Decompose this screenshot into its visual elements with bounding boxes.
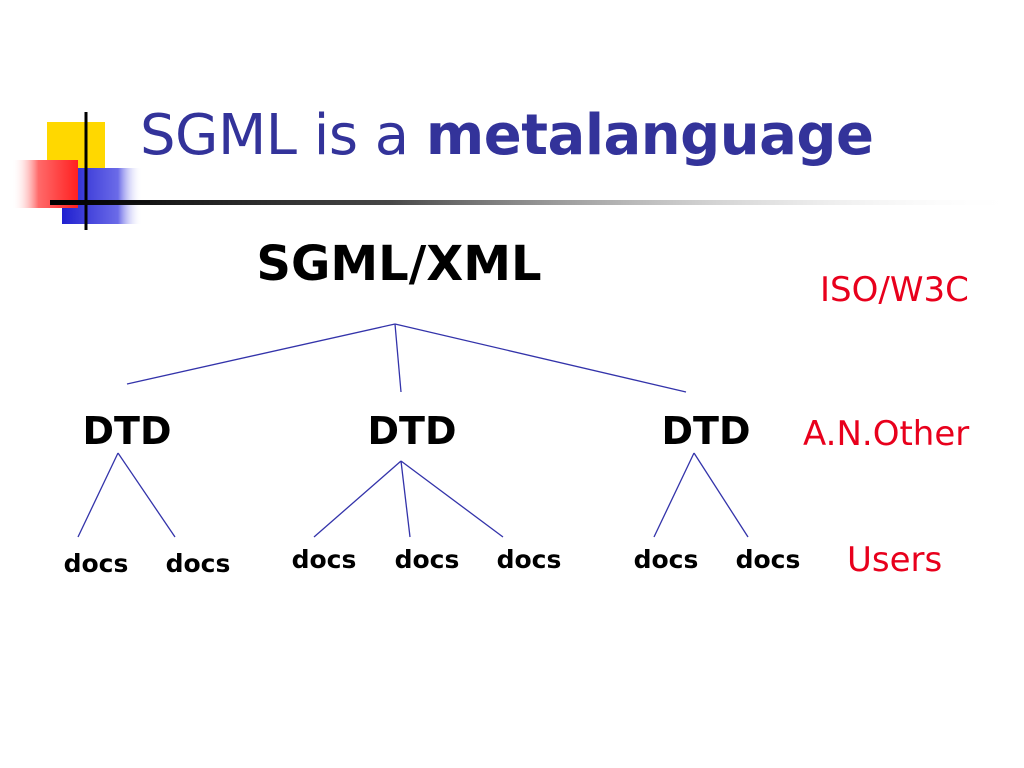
slide-title-plain: SGML is a [140, 103, 426, 168]
doc-node-label: docs [394, 545, 460, 574]
dtd-node-label: DTD [367, 409, 457, 453]
tree-edge [653, 452, 695, 538]
tree-edge [77, 452, 119, 538]
tree-edge [400, 460, 411, 538]
level-label-dtd-authors: A.N.Other [803, 414, 970, 454]
doc-node-label: docs [63, 549, 129, 578]
tree-edge [313, 460, 402, 538]
tree-edge [693, 452, 749, 538]
dtd-node-label: DTD [82, 409, 172, 453]
tree-edge [117, 452, 176, 538]
doc-node-label: docs [633, 545, 699, 574]
title-rule [50, 200, 1024, 205]
doc-node-label: docs [165, 549, 231, 578]
tree-edge [394, 323, 687, 393]
tree-edge [394, 323, 402, 393]
tree-edge [126, 323, 396, 385]
slide-title-bold: metalanguage [425, 103, 874, 168]
level-label-users: Users [847, 540, 943, 580]
doc-node-label: docs [735, 545, 801, 574]
doc-node-label: docs [496, 545, 562, 574]
level-label-standards: ISO/W3C [820, 270, 969, 310]
slide-title: SGML is a metalanguage [140, 100, 874, 172]
doc-node-label: docs [291, 545, 357, 574]
dtd-node-label: DTD [661, 409, 751, 453]
root-node-label: SGML/XML [256, 236, 542, 292]
tree-edge [400, 460, 504, 538]
